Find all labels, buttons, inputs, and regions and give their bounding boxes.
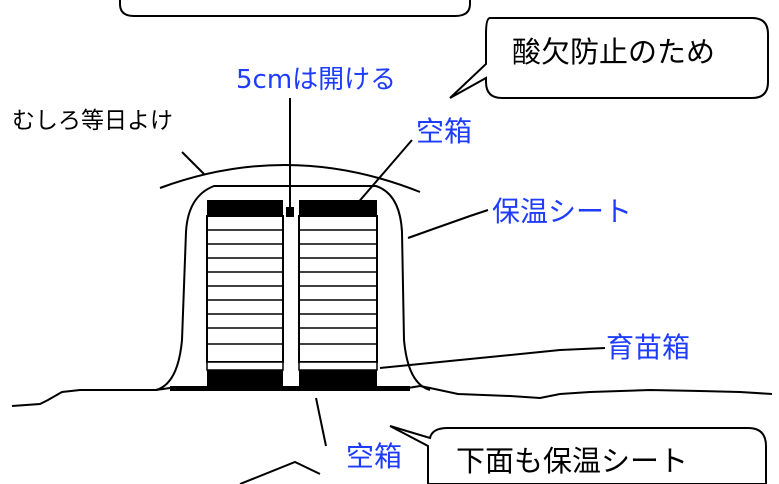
underside-callout-box xyxy=(389,425,767,484)
oxygen-callout-text: 酸欠防止のため xyxy=(512,35,716,69)
gap-marker xyxy=(286,207,294,217)
insulation-sheet-label: 保温シート xyxy=(492,195,633,228)
ground-line xyxy=(11,384,773,407)
empty-box-top-label: 空箱 xyxy=(416,115,473,148)
empty-box-bottom-leader xyxy=(315,397,327,447)
straw-mat-leader xyxy=(181,151,205,175)
right-box-stack xyxy=(298,200,378,390)
empty-box-bottom-label: 空箱 xyxy=(346,440,403,473)
seedling-box-label: 育苗箱 xyxy=(606,331,691,364)
left-box-stack xyxy=(206,200,284,390)
insulation-leader xyxy=(407,209,489,239)
empty-box-top-leader xyxy=(349,139,413,213)
insulation-sheet-outline xyxy=(155,185,431,391)
bottom-sheet-strip xyxy=(170,386,410,391)
underside-callout-text: 下面も保温シート xyxy=(456,444,689,478)
gap-note-label: 5cmは開ける xyxy=(236,65,397,95)
top-callout-box xyxy=(119,0,471,17)
straw-mat-label: むしろ等日よけ xyxy=(12,108,173,134)
leader-lines xyxy=(181,98,606,447)
bottom-callout-fragment xyxy=(239,460,321,484)
seedling-box-leader xyxy=(379,347,606,369)
oxygen-callout-box xyxy=(449,17,769,99)
